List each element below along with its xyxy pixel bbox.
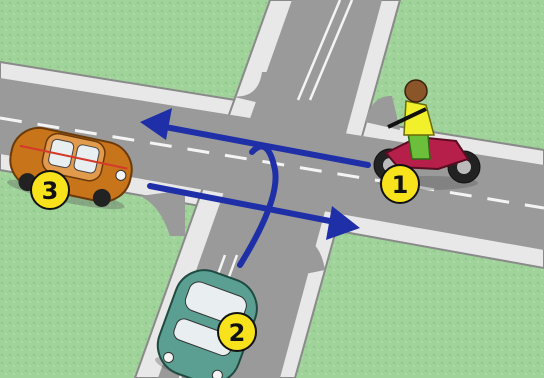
marker-2: 2 xyxy=(218,313,256,351)
marker-1-label: 1 xyxy=(392,171,409,199)
marker-2-label: 2 xyxy=(229,319,246,347)
marker-3: 3 xyxy=(31,171,69,209)
marker-1: 1 xyxy=(381,165,419,203)
marker-3-label: 3 xyxy=(42,177,59,205)
